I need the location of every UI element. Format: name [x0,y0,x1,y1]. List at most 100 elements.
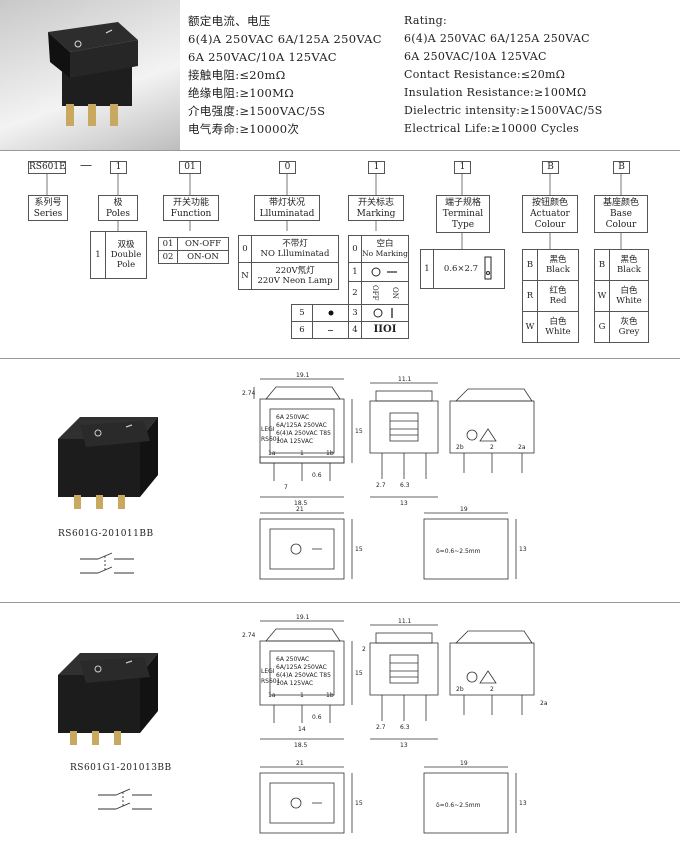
body-label: 6A/125A 250VAC [276,422,327,429]
pin-label: 2 [490,686,494,693]
actuator-opt-code: B [522,249,538,281]
dim-width: 19.1 [296,372,310,379]
header-terminal: 端子规格 Terminal Type [436,195,490,233]
header-cn: 开关功能 [172,198,209,208]
dim-side-width: 11.1 [398,618,412,625]
dim-side-cap: 2 [362,646,366,653]
marking-alt-symbol: – [312,321,349,339]
pin-label: 2a [540,700,548,707]
model-1-schematic-icon [80,552,134,574]
base-opt-code: B [594,249,610,281]
spec-en-line: 6(4)A 250VAC 6A/125A 250VAC [404,32,590,45]
marking-code: 3 [348,304,362,322]
pin-label: 1 [300,450,304,457]
brand-label: RS601 [261,678,281,685]
header-cn: 基座颜色 [602,198,639,208]
terminal-size: 0.6×2.7 [443,264,479,274]
dim-panel-thickness: δ=0.6~2.5mm [436,548,481,555]
spec-cn-line: 接触电阻:≤20mΩ [188,68,286,82]
header-cn: 端子规格 [444,198,481,208]
header-en: Colour [605,220,637,230]
rocker-switch-photo-icon [48,22,138,126]
lumin-opt-label: 不带灯 NO Llluminatad [251,235,339,263]
base-cn: 黑色 [620,255,638,265]
body-label: 6A 250VAC [276,414,309,421]
header-en: Actuator [530,209,570,219]
dim-cutout-height: 15 [355,800,363,807]
code-dash: — [80,158,92,172]
marking-code: 0 [348,235,362,263]
actuator-opt-label: 黑色 Black [537,249,579,281]
spec-cn-line: 6A 250VAC/10A 125VAC [188,50,337,64]
dim-panel-thickness: δ=0.6~2.5mm [436,802,481,809]
spec-cn-line: 介电强度:≥1500VAC/5S [188,104,326,118]
spec-cn-line: 电气寿命:≥10000次 [188,122,300,136]
dim-pin-thickness: 0.6 [312,714,322,721]
poles-en: Pole [116,260,136,270]
header-cn: 带灯状况 [268,198,305,208]
header-base: 基座颜色 Base Colour [594,195,648,233]
dim-side-pin: 2.7 [376,482,386,489]
dim-cutout-height: 15 [355,546,363,553]
marking-symbol [361,262,409,282]
pin-label: 2b [456,444,464,451]
base-opt-label: 白色 White [609,280,649,312]
base-opt-code: W [594,280,610,312]
function-opt-code: 01 [158,237,178,251]
terminal-pin-icon [484,256,492,280]
actuator-en: Red [549,296,567,306]
base-opt-label: 黑色 Black [609,249,649,281]
spec-english: Rating: 6(4)A 250VAC 6A/125A 250VAC 6A 2… [404,12,603,138]
header-en: Terminal [442,209,484,219]
spec-section: 额定电流、电压 6(4)A 250VAC 6A/125A 250VAC 6A 2… [0,0,680,150]
poles-en: Double [110,250,142,260]
dim-side-depth: 13 [400,742,408,749]
poles-opt-code: 1 [90,231,106,279]
spec-cn-line: 额定电流、电压 [188,14,271,28]
model-2-caption: RS601G1-201013BB [70,763,172,773]
pin-label: 2 [490,444,494,451]
body-label: 6A 250VAC [276,656,309,663]
body-label: 10A 125VAC [276,680,313,687]
code-function: 01 [179,161,201,174]
marking-off-text: OFF [371,285,379,301]
header-function: 开关功能 Function [163,195,219,221]
pin-label: 1a [268,450,276,457]
marking-alt-code: 6 [291,321,313,339]
actuator-en: Black [546,265,570,275]
header-en: Function [170,209,212,219]
circle-bar-icon [373,308,393,318]
marking-label: 空白 No Marking [361,235,409,263]
model-1-section: RS601G-201011BB [0,358,680,602]
base-en: Black [617,265,641,275]
code-poles: 1 [110,161,127,174]
header-en: Marking [356,209,396,219]
spec-en-line: Rating: [404,14,447,27]
marking-alt-symbol [312,304,349,322]
model-2-drawing: 19.1 15 2.74 0.6 14 18.5 11.1 2 2.7 6.3 … [242,614,548,834]
spec-cn-line: 绝缘电阻:≥100MΩ [188,86,295,100]
dim-panel-width: 19 [460,506,468,513]
product-photo-frame [0,0,180,150]
actuator-opt-code: R [522,280,538,312]
base-opt-label: 灰色 Grey [609,311,649,343]
spec-en-line: Insulation Resistance:≥100MΩ [404,86,587,99]
code-prefix: RS601E [28,161,66,174]
model-1-drawing: 19.1 15 2.74 0.6 7 18.5 11.1 2.7 6.3 13 … [242,372,535,580]
marking-cn: 空白 [376,239,394,249]
actuator-cn: 白色 [549,317,567,327]
header-en: Base [610,209,632,219]
pin-label: 2b [456,686,464,693]
spec-chinese: 额定电流、电压 6(4)A 250VAC 6A/125A 250VAC 6A 2… [188,12,382,138]
dim-pin-pitch: 14 [298,726,306,733]
dim-cap: 2.74 [242,632,256,639]
brand-label: RS601 [261,436,281,443]
spec-en-line: 6A 250VAC/10A 125VAC [404,50,547,63]
base-en: Grey [618,327,640,337]
dim-height: 15 [355,428,363,435]
model-2-section: RS601G1-201013BB [0,602,680,857]
header-series: 系列号 Series [28,195,68,221]
lumin-en: NO Llluminatad [260,249,330,259]
model-2-photo-icon [58,653,158,745]
marking-code: 4 [348,321,362,339]
